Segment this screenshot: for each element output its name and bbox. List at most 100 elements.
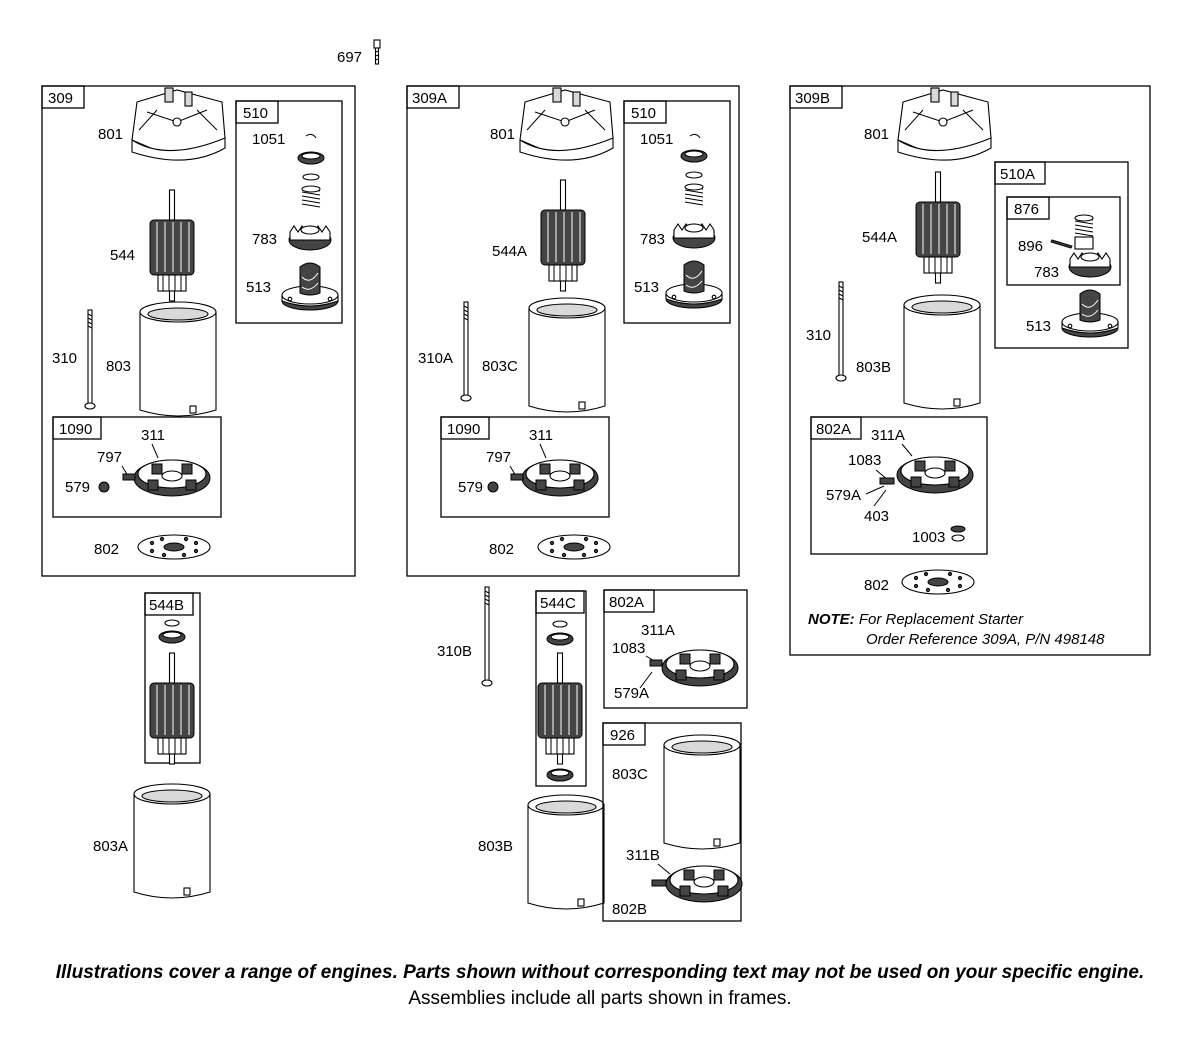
armature-544B [149, 652, 195, 765]
frame-tag-1090b-text: 1090 [447, 421, 480, 438]
frame-tag-544C [535, 590, 585, 614]
frame-tag-309A-text: 309A [412, 90, 447, 107]
spring-icon [301, 185, 321, 208]
label-1003: 1003 [912, 529, 945, 546]
label-1083: 1083 [612, 640, 645, 657]
armature-544A [540, 179, 586, 292]
label-802c: 802 [864, 577, 889, 594]
frame-housing-803A [133, 783, 211, 899]
label-544: 544 [110, 247, 135, 264]
label-311B: 311B [626, 847, 660, 864]
frame-510b [623, 100, 731, 324]
label-1051b: 1051 [640, 131, 673, 148]
replacement-note-line-1: NOTE: For Replacement Starter [808, 611, 1024, 628]
label-803B: 803B [478, 838, 513, 855]
label-797b: 797 [486, 449, 511, 466]
frame-tag-510b-text: 510 [631, 105, 656, 122]
frame-housing-803C [528, 297, 606, 413]
frame-510 [235, 100, 343, 324]
armature-544C [537, 652, 583, 765]
label-311b: 311 [529, 427, 553, 444]
stop-nut-icon [297, 151, 325, 165]
label-310B: 310B [437, 643, 472, 660]
label-513: 513 [246, 279, 271, 296]
drive-513b [665, 260, 723, 309]
label-803: 803 [106, 358, 131, 375]
frame-housing-803B-c [903, 294, 981, 410]
frame-tag-876-text: 876 [1014, 201, 1039, 218]
label-1051: 1051 [252, 131, 285, 148]
brush-plate-311A-c [896, 456, 974, 494]
label-797: 797 [97, 449, 122, 466]
frame-housing-803 [139, 301, 217, 417]
plate-802b [537, 534, 611, 560]
brush-plate-311b [521, 459, 599, 497]
bolt-310B [481, 586, 493, 687]
label-579A: 579A [614, 685, 649, 702]
frame-tag-510A-text: 510A [1000, 166, 1035, 183]
label-783: 783 [252, 231, 277, 248]
frame-tag-309-text: 309 [48, 90, 73, 107]
label-783c: 783 [1034, 264, 1059, 281]
label-311A-c: 311A [871, 427, 905, 444]
frame-tag-510b [623, 100, 667, 124]
label-803C: 803C [482, 358, 518, 375]
gear-783b [672, 223, 716, 249]
drive-513 [281, 262, 339, 311]
frame-tag-510A [994, 161, 1046, 185]
armature-544 [149, 189, 195, 302]
label-801b: 801 [490, 126, 515, 143]
frame-tag-926 [602, 722, 646, 746]
washer-1003 [950, 525, 966, 533]
frame-housing-803C-926 [663, 734, 741, 850]
plate-802c [901, 569, 975, 595]
frame-309 [41, 85, 356, 577]
bolt-310 [84, 309, 96, 410]
frame-926 [602, 722, 742, 922]
drive-513c [1061, 289, 1119, 338]
label-311A: 311A [641, 622, 675, 639]
label-896: 896 [1018, 238, 1043, 255]
brush-plate-311A [661, 649, 739, 687]
frame-tag-802A-text: 802A [609, 594, 644, 611]
frame-tag-926-text: 926 [610, 727, 635, 744]
label-783b: 783 [640, 231, 665, 248]
frame-tag-309B [789, 85, 843, 109]
frame-tag-309 [41, 85, 85, 109]
brush-plate-311B [665, 865, 743, 903]
frame-tag-1090-text: 1090 [59, 421, 92, 438]
frame-tag-802A-c-text: 802A [816, 421, 851, 438]
frame-tag-876 [1006, 196, 1050, 220]
frame-tag-510-text: 510 [243, 105, 268, 122]
frame-tag-309A [406, 85, 460, 109]
frame-876 [1006, 196, 1121, 286]
frame-tag-1090 [52, 416, 102, 440]
label-802: 802 [94, 541, 119, 558]
frame-housing-803B [527, 794, 605, 910]
label-802b: 802 [489, 541, 514, 558]
label-803A: 803A [93, 838, 128, 855]
frame-tag-510 [235, 100, 279, 124]
label-513c: 513 [1026, 318, 1051, 335]
frame-tag-802A-c [810, 416, 862, 440]
frame-tag-544C-text: 544C [540, 595, 576, 612]
end-cap-801c [897, 87, 992, 161]
frame-802A-c [810, 416, 988, 555]
frame-802A [603, 589, 748, 709]
plate-802 [137, 534, 211, 560]
frame-tag-1090b [440, 416, 490, 440]
label-310c: 310 [806, 327, 831, 344]
label-801c: 801 [864, 126, 889, 143]
frame-tag-802A [603, 589, 655, 613]
end-cap-801 [131, 87, 226, 161]
label-579: 579 [65, 479, 90, 496]
frame-309B [789, 85, 1151, 656]
label-803C-926: 803C [612, 766, 648, 783]
label-579A-c: 579A [826, 487, 861, 504]
label-311: 311 [141, 427, 165, 444]
assemblies-note: Assemblies include all parts shown in fr… [408, 988, 792, 1009]
label-310: 310 [52, 350, 77, 367]
label-403: 403 [864, 508, 889, 525]
armature-544A-c [915, 171, 961, 284]
